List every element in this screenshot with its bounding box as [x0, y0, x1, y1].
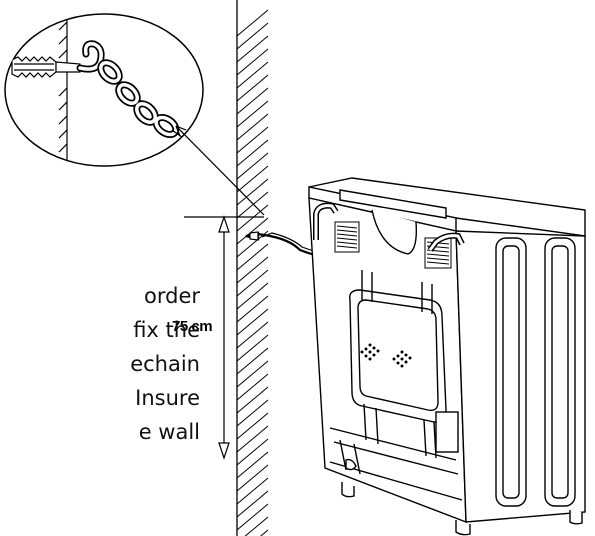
leader-line — [175, 125, 265, 216]
wall-hatch-line — [236, 347, 269, 375]
wall-hatch-line — [236, 191, 269, 219]
caption-line-3: echain — [130, 352, 200, 376]
caption-line-1: order — [144, 284, 200, 308]
wall-hatch-line — [236, 282, 269, 310]
wall-hatch-line — [236, 503, 269, 531]
wall-hatch-line — [236, 321, 269, 349]
instruction-text: order fix the echain Insure e wall — [60, 286, 200, 456]
height-dimension — [184, 215, 264, 460]
detail-wall — [58, 14, 68, 166]
wall-hatch-line — [236, 477, 269, 505]
detail-magnifier — [4, 13, 204, 167]
wall-hatch-line — [260, 529, 269, 536]
wall-hatch-line — [236, 152, 269, 180]
caption-line-5: e wall — [138, 420, 200, 444]
wall-hatch-line — [236, 308, 269, 336]
wall-hatch-line — [236, 490, 269, 518]
wall-hatch-line — [236, 256, 269, 284]
wall-hatch-line — [236, 9, 269, 37]
caption-line-4: Insure — [135, 386, 200, 410]
perforation-left — [360, 343, 380, 361]
wall-hatch-line — [236, 113, 269, 141]
wall-hatch-line — [236, 217, 269, 245]
hook-icon — [76, 40, 105, 73]
wall-hatch-line — [236, 100, 269, 128]
wall-hatch-line — [236, 204, 269, 232]
wall-hatch-line — [236, 87, 269, 115]
wall-hatch-line — [236, 399, 269, 427]
wall-hatch-line — [236, 22, 269, 50]
wall-hatch-line — [236, 464, 269, 492]
wall-hatch-line — [236, 360, 269, 388]
perforation-right — [392, 350, 412, 368]
wall-hatch-line — [236, 139, 269, 167]
wall-hatch-line — [236, 373, 269, 401]
wall-hatch-line — [236, 425, 269, 453]
wall-plug-icon — [11, 56, 81, 78]
wall-hatch-line — [236, 451, 269, 479]
cooker-appliance — [308, 177, 586, 536]
wall-hatch-line — [236, 74, 269, 102]
caption-line-2: fix the — [133, 318, 200, 342]
wall-hatch-line — [236, 61, 269, 89]
wall-hatch-line — [236, 165, 269, 193]
wall-hatch-line — [236, 178, 269, 206]
wall-hatch-line — [236, 243, 269, 271]
wall-hatch-line — [236, 35, 269, 63]
wall-hatch-line — [236, 126, 269, 154]
wall-hatch-line — [236, 48, 269, 76]
wall-hatch-line — [236, 334, 269, 362]
vent-grill-left — [334, 221, 360, 253]
wall-hatch-line — [236, 269, 269, 297]
wall — [236, 0, 269, 536]
height-dimension-label: 75 cm — [172, 318, 213, 335]
wall-hatch-line — [236, 295, 269, 323]
wall-anchor-icon — [249, 231, 259, 241]
wall-hatch-line — [236, 438, 269, 466]
wall-hatch-line — [236, 386, 269, 414]
wall-hatch-line — [244, 516, 269, 536]
wall-hatch-line — [236, 412, 269, 440]
